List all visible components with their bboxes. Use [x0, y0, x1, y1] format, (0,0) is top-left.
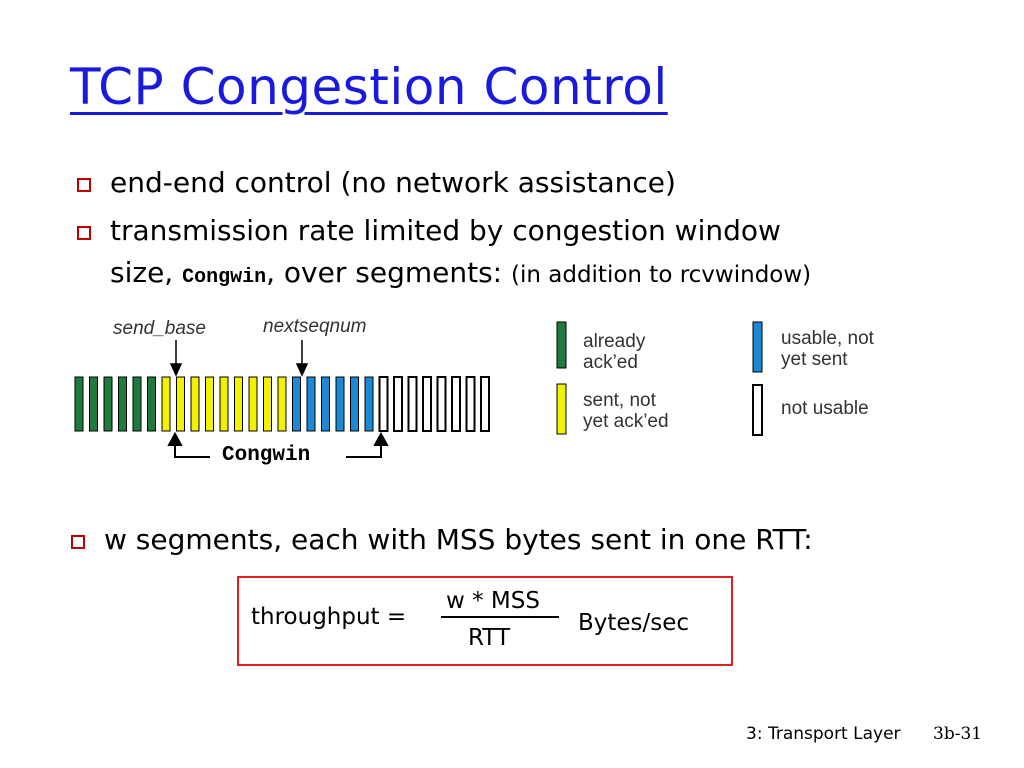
legend-not-usable: not usable: [781, 398, 869, 419]
send-base-label: send_base: [113, 318, 206, 339]
segment-not-usable: [393, 376, 403, 432]
segment-not-usable: [436, 376, 447, 432]
formula-numerator: w * MSS: [446, 588, 540, 614]
legend-sent-line1: sent, not: [583, 390, 656, 411]
segments-group: [74, 376, 490, 432]
send-base-arrow: [169, 340, 183, 377]
segment-not-usable: [407, 376, 418, 432]
segment-acked: [118, 376, 127, 432]
legend-swatch-acked: [556, 321, 567, 369]
legend-acked-line1: already: [583, 331, 646, 352]
segment-acked: [132, 376, 142, 432]
segment-sent-not-acked: [205, 376, 214, 432]
segment-not-usable: [451, 376, 461, 432]
legend-acked: already ack’ed: [583, 331, 645, 373]
segment-sent-not-acked: [277, 376, 287, 432]
bullet-2-after-code: , over segments:: [266, 256, 503, 289]
legend-swatch-usable: [752, 321, 763, 373]
bullet-1-text: end-end control (no network assistance): [110, 166, 676, 199]
bullet-3-text: w segments, each with MSS bytes sent in …: [104, 523, 813, 556]
fraction-bar: [441, 616, 559, 618]
congwin-right-arrow: [346, 431, 389, 458]
congwin-left-arrow: [167, 431, 210, 458]
segment-acked: [74, 376, 84, 432]
bullet-2-line2: size, Congwin, over segments: (in additi…: [110, 256, 811, 289]
bullet-square-icon: [77, 226, 91, 240]
segment-sent-not-acked: [234, 376, 243, 432]
footer-chapter: 3: Transport Layer: [746, 724, 901, 744]
legend-sent: sent, not yet ack’ed: [583, 390, 669, 432]
bullet-square-icon: [77, 178, 91, 192]
formula-lhs: throughput =: [251, 604, 407, 630]
legend-usable-line2: yet sent: [781, 349, 848, 370]
segment-usable: [292, 376, 301, 432]
segment-acked: [103, 376, 113, 432]
segment-sent-not-acked: [248, 376, 258, 432]
segment-not-usable: [422, 376, 432, 432]
segment-sent-not-acked: [263, 376, 272, 432]
segment-usable: [335, 376, 345, 432]
bullet-2-size-label: size,: [110, 256, 183, 289]
segment-sent-not-acked: [161, 376, 171, 432]
congwin-label: Congwin: [222, 444, 311, 467]
slide-title: TCP Congestion Control: [70, 58, 668, 116]
segment-sent-not-acked: [190, 376, 200, 432]
segment-not-usable: [465, 376, 476, 432]
legend-usable: usable, not yet sent: [781, 328, 874, 370]
footer-slide-number: 3b-31: [933, 724, 983, 744]
throughput-formula-box: [237, 576, 733, 666]
segment-sent-not-acked: [176, 376, 185, 432]
segment-acked: [89, 376, 98, 432]
segment-usable: [364, 376, 374, 432]
segment-acked: [147, 376, 156, 432]
segment-not-usable: [378, 376, 389, 432]
legend-usable-line1: usable, not: [781, 328, 874, 349]
legend-swatch-sent: [556, 383, 567, 435]
segment-not-usable: [480, 376, 490, 432]
legend-sent-line2: yet ack’ed: [583, 411, 669, 432]
bullet-2-note: (in addition to rcvwindow): [511, 262, 812, 288]
nextseqnum-label: nextseqnum: [263, 316, 367, 337]
legend-acked-line2: ack’ed: [583, 352, 638, 373]
bullet-2-line1: transmission rate limited by congestion …: [110, 214, 781, 247]
legend-not-usable-line1: not usable: [781, 398, 869, 419]
nextseqnum-arrow: [295, 340, 309, 377]
congwin-code: Congwin: [182, 266, 267, 289]
segment-usable: [306, 376, 316, 432]
segment-usable: [350, 376, 359, 432]
formula-denominator: RTT: [468, 625, 511, 651]
legend-swatch-not-usable: [752, 384, 763, 436]
bullet-square-icon: [71, 535, 85, 549]
segment-usable: [321, 376, 330, 432]
formula-unit: Bytes/sec: [578, 610, 690, 636]
segment-sent-not-acked: [219, 376, 229, 432]
